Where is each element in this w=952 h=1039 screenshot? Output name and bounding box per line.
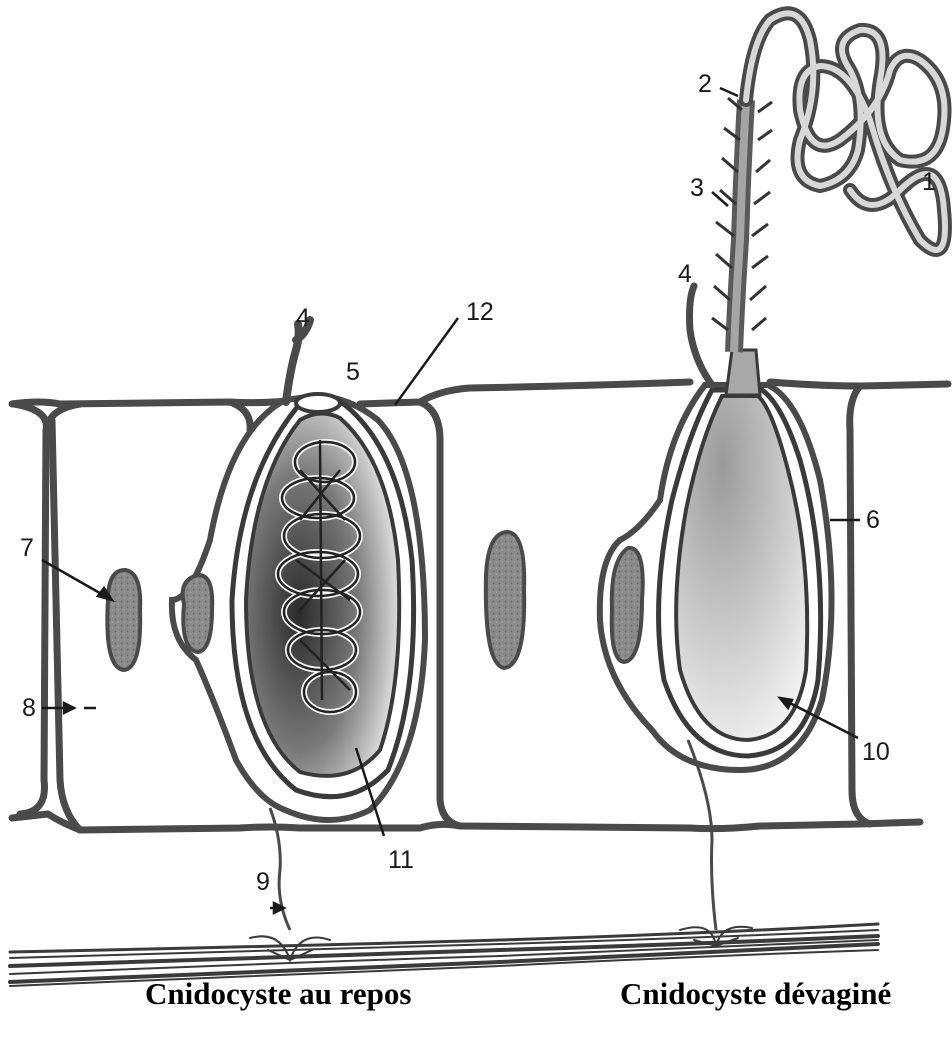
- label-4-right: 4: [678, 260, 692, 288]
- label-7: 7: [20, 534, 34, 562]
- label-3: 3: [690, 174, 704, 202]
- cnidocyte-discharged: [600, 13, 945, 930]
- cnidocyte-resting: [172, 320, 425, 930]
- cnidocyte-nucleus-right: [612, 548, 643, 662]
- tube-base: [726, 350, 760, 395]
- label-5: 5: [346, 358, 360, 386]
- epithelial-nucleus-2: [486, 532, 524, 668]
- caption-resting: Cnidocyste au repos: [145, 976, 411, 1012]
- label-9: 9: [256, 868, 270, 896]
- operculum: [296, 394, 340, 412]
- label-11: 11: [388, 846, 414, 874]
- cnidocyte-nucleus-left: [183, 575, 213, 652]
- label-4-left: 4: [296, 304, 310, 332]
- cnidocil-right: [690, 286, 713, 385]
- label-10: 10: [862, 738, 890, 766]
- cell-border-1: [50, 404, 80, 830]
- cell-border-2: [230, 402, 250, 430]
- label-2: 2: [698, 70, 712, 98]
- label-8: 8: [22, 694, 36, 722]
- caption-discharged: Cnidocyste dévaginé: [620, 976, 891, 1012]
- cnidocil-left: [286, 320, 310, 402]
- apical-membrane: [12, 382, 948, 404]
- cell-border-0: [14, 404, 46, 814]
- label-1: 1: [922, 168, 936, 196]
- basal-membrane: [12, 814, 920, 830]
- filament: [746, 13, 945, 250]
- epithelial-nucleus-1: [107, 570, 140, 670]
- label-6: 6: [866, 506, 880, 534]
- label-12: 12: [466, 298, 494, 326]
